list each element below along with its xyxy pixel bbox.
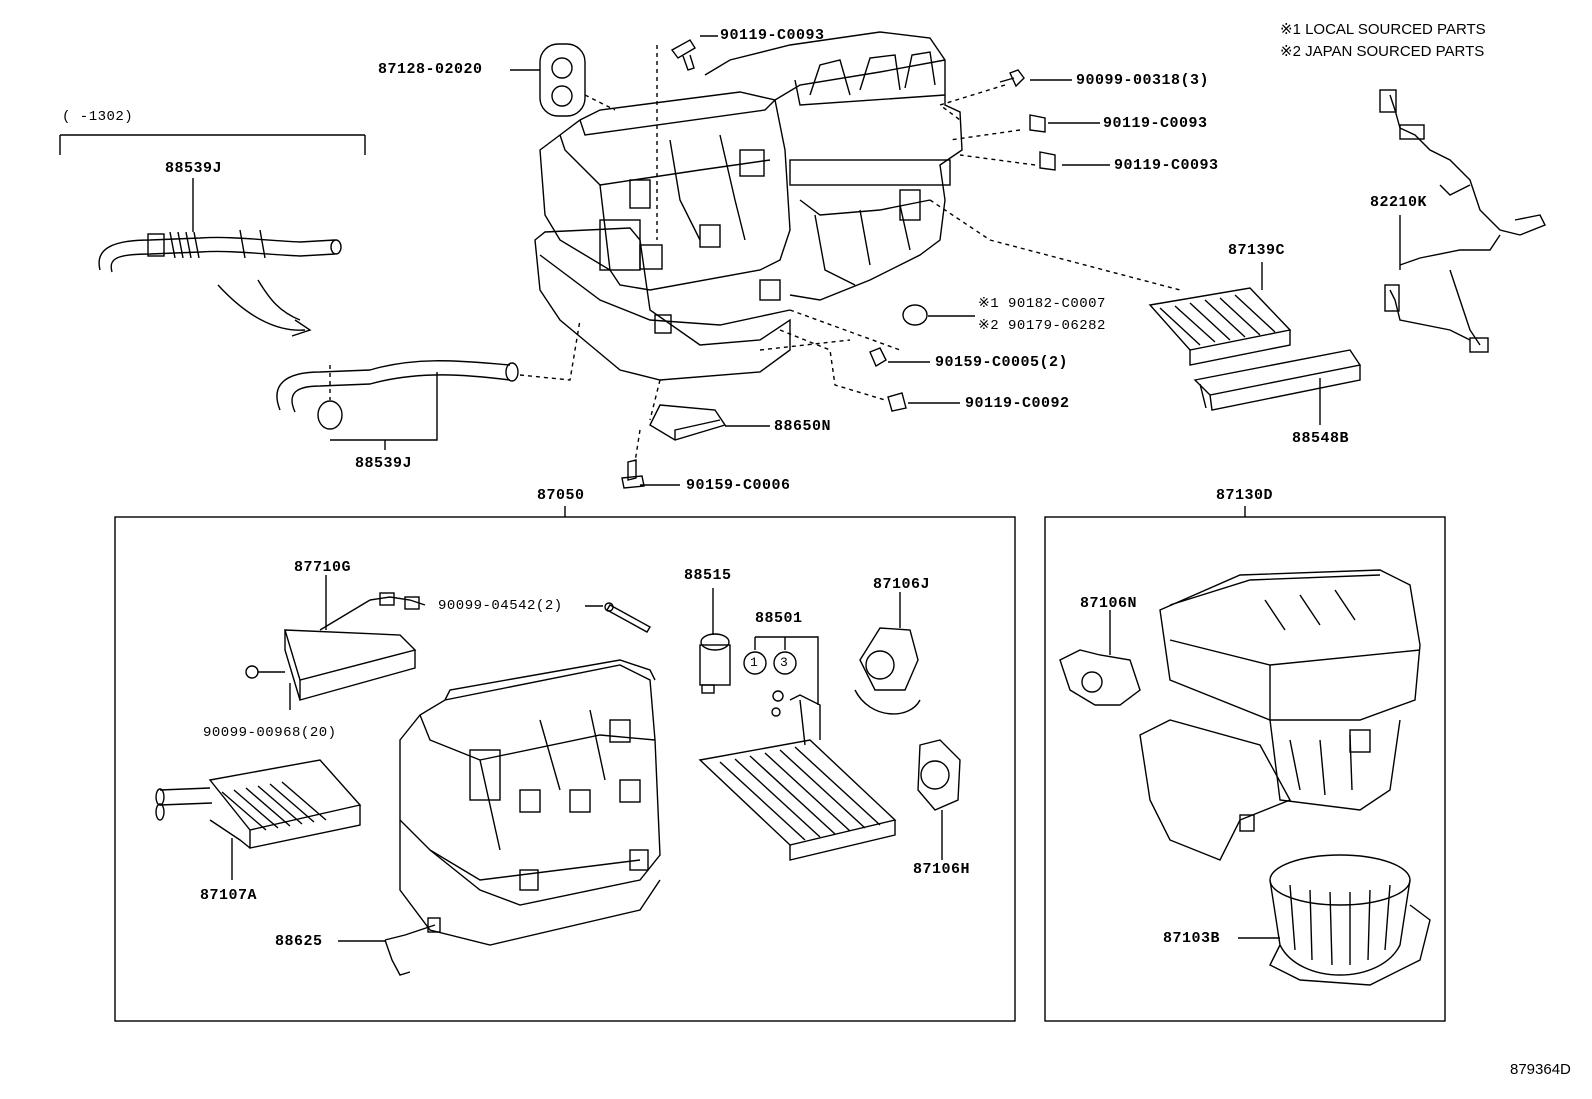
hose-88539j-top [98,178,342,273]
part-90182-c0007: ※1 90182-C0007 [978,296,1106,312]
part-88539j-bottom: 88539J [355,455,413,472]
assembly-leaders [329,45,1181,463]
part-90179-06282: ※2 90179-06282 [978,318,1106,334]
part-88548b: 88548B [1292,430,1350,447]
part-87103b: 87103B [1163,930,1221,947]
screw-90119-b [1039,151,1110,171]
evaporator-88501 [698,636,897,861]
blower-motor-87103b [1238,854,1431,986]
sensor-88650n [649,404,770,441]
bolt-90099-04542 [585,602,651,633]
part-87710g: 87710G [294,559,352,576]
part-90119-c0093-a: 90119-C0093 [1103,115,1208,132]
circle-1-label: 1 [750,655,759,670]
motor-87106h [917,739,961,860]
circle-3-label: 3 [780,655,789,670]
grommet-87128 [510,43,586,117]
motor-87106j [854,592,921,715]
part-87106n: 87106N [1080,595,1138,612]
part-82210k: 82210K [1370,194,1428,211]
note-japan-sourced: ※2 JAPAN SOURCED PARTS [1280,43,1485,60]
harness-82210k [1379,89,1546,353]
part-88625: 88625 [275,933,323,950]
part-90119-c0092: 90119-C0092 [965,395,1070,412]
circle-3-marker [773,651,797,675]
screw-90119-c0092 [887,392,960,412]
screw-90099-00968 [245,665,285,679]
part-90099-04542: 90099-04542(2) [438,598,563,614]
motor-87106n [1059,610,1141,706]
part-88650n: 88650N [774,418,832,435]
heater-87710g [284,575,426,710]
filter-88548b [1193,349,1362,425]
heater-core-87107a [155,759,362,880]
date-range-label: ( -1302) [62,109,134,125]
part-90099-00968: 90099-00968(20) [203,725,337,741]
part-87106h: 87106H [913,861,971,878]
bolt-90099-00318 [999,69,1072,88]
part-90099-00318: 90099-00318(3) [1076,72,1210,89]
screw-90119-a [1029,114,1100,133]
screw-90119-top [670,35,718,71]
diagram-code: 879364D [1510,1061,1571,1078]
part-88515: 88515 [684,567,732,584]
part-87107a: 87107A [200,887,258,904]
part-87130d: 87130D [1216,487,1274,504]
note-local-sourced: ※1 LOCAL SOURCED PARTS [1280,21,1486,38]
part-87128-02020: 87128-02020 [378,61,483,78]
part-90159-c0006: 90159-C0006 [686,477,791,494]
part-87050: 87050 [537,487,585,504]
blower-case-87130d [1139,569,1421,861]
filter-87139c [1148,262,1292,366]
valve-88515 [699,588,731,694]
hvac-case-87050 [399,659,661,946]
part-90119-c0093-b: 90119-C0093 [1114,157,1219,174]
date-range-bracket [59,134,366,155]
part-90159-c0005: 90159-C0005(2) [935,354,1069,371]
part-87106j: 87106J [873,576,931,593]
part-88539j-top: 88539J [165,160,223,177]
screw-90159-c0005 [869,347,930,368]
part-87139c: 87139C [1228,242,1286,259]
hvac-unit-top [534,31,963,381]
sensor-88625 [338,917,441,976]
nut-90182 [902,304,975,326]
hose-88539j-bottom [276,360,519,450]
part-88501: 88501 [755,610,803,627]
change-arrow [217,279,312,337]
part-90119-c0093-top: 90119-C0093 [720,27,825,44]
screw-90159-c0006 [621,459,680,489]
circle-1-marker [743,651,767,675]
